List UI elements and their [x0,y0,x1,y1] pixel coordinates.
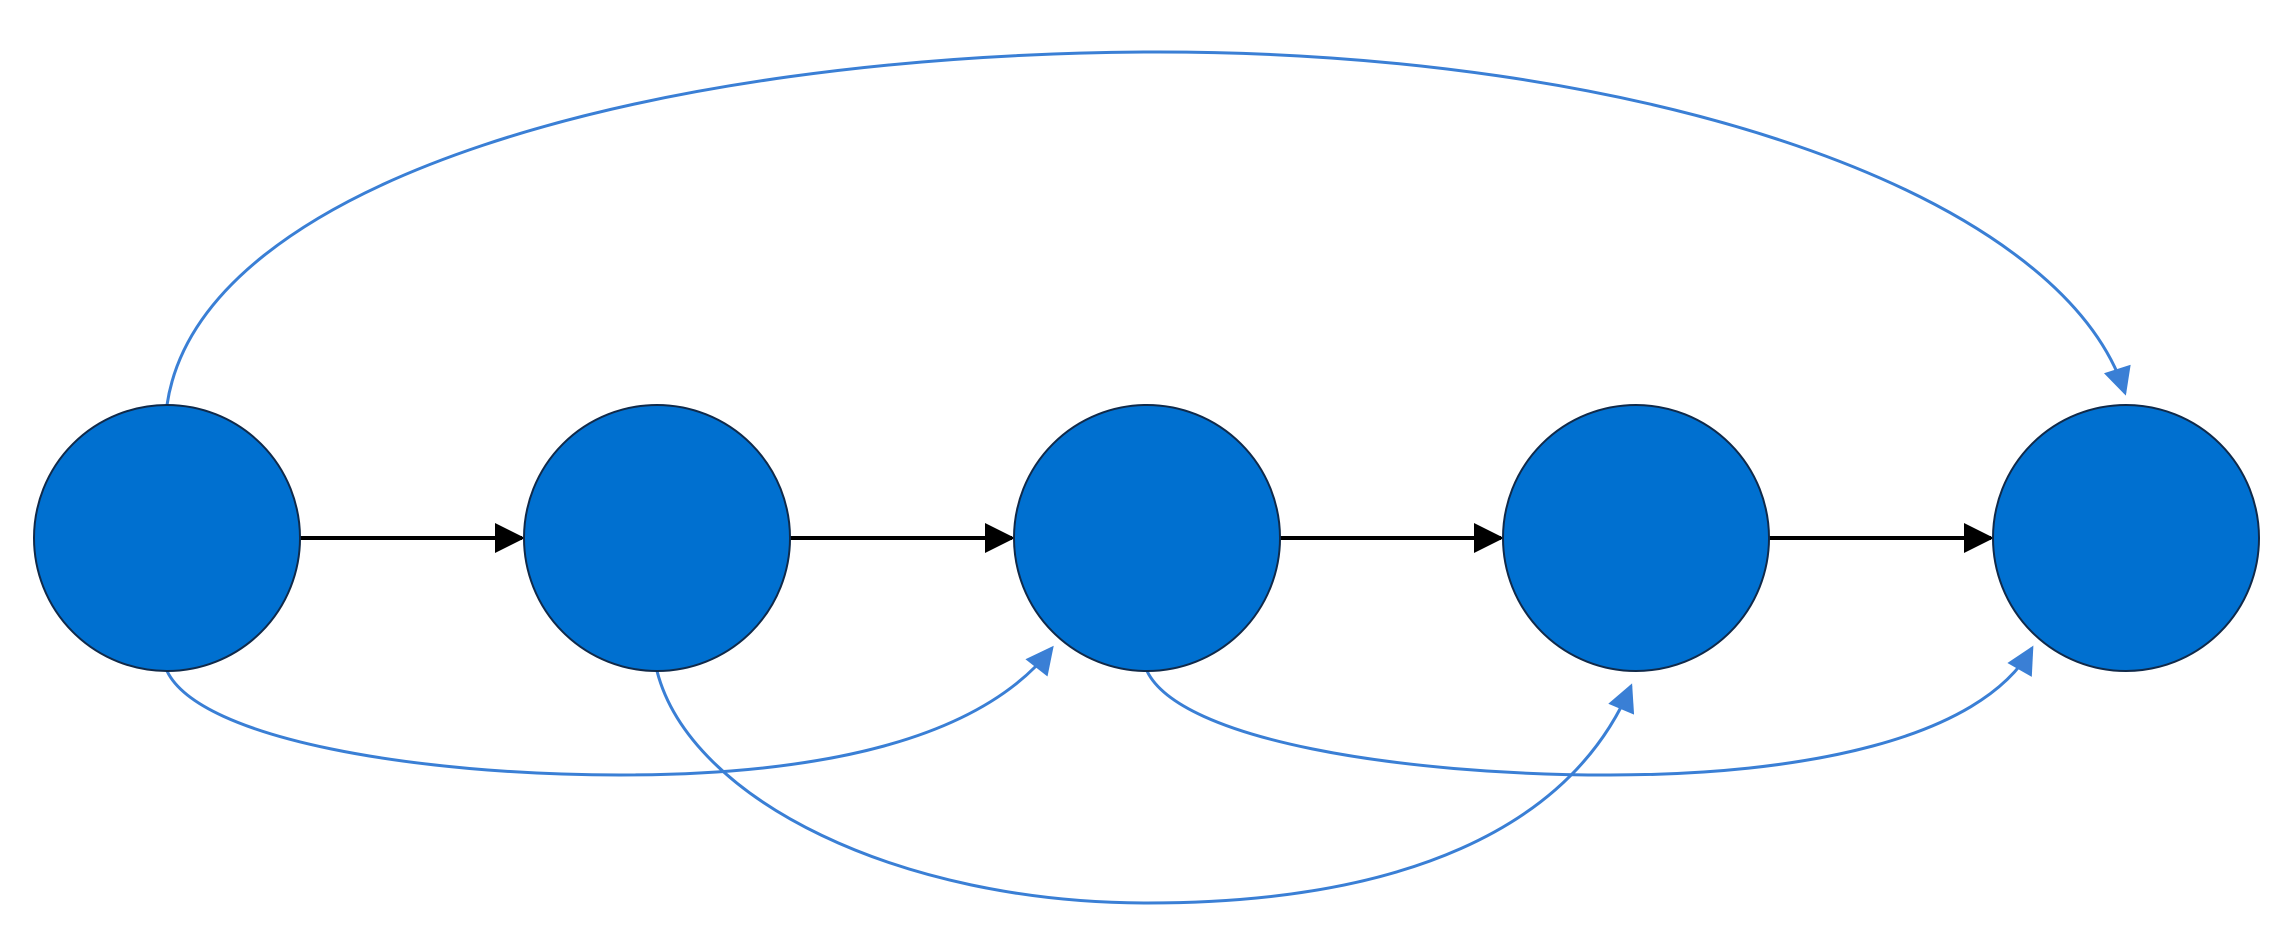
edge-n1-n3 [165,645,1054,777]
node-n3 [1013,404,1281,672]
node-n5 [1992,404,2260,672]
nodes-layer [33,404,2260,672]
node-n4 [1502,404,1770,672]
node-n1 [33,404,301,672]
edge-n1-n5 [165,50,2131,406]
edges-layer [165,50,2131,905]
node-n2 [523,404,791,672]
edge-n2-n4 [655,670,1635,905]
edge-n3-n5 [1145,645,2034,777]
